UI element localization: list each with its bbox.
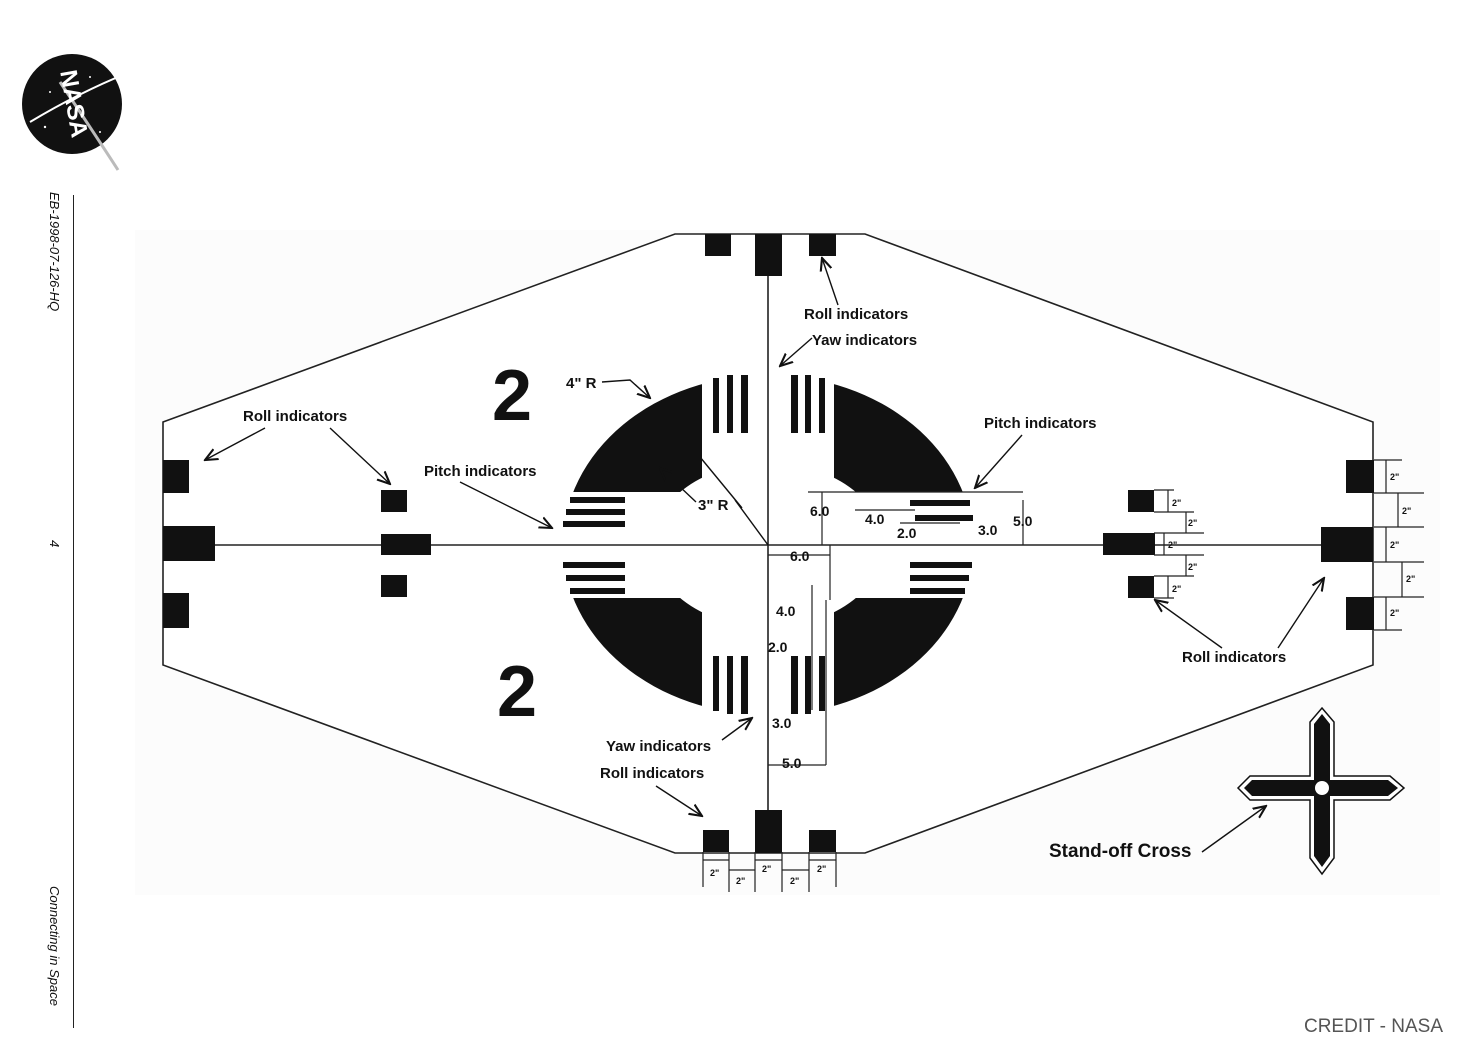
yaw-indicator-stripes <box>713 375 825 714</box>
callout-labels: Roll indicators Pitch indicators 4" R 3"… <box>243 306 1286 862</box>
svg-text:2": 2" <box>790 876 799 886</box>
pitch-indicator-stripes <box>563 497 973 594</box>
svg-text:3.0: 3.0 <box>978 522 998 538</box>
svg-text:5.0: 5.0 <box>782 755 802 771</box>
svg-text:2.0: 2.0 <box>897 525 917 541</box>
svg-text:Yaw indicators: Yaw indicators <box>812 332 917 349</box>
svg-text:6.0: 6.0 <box>810 503 830 519</box>
svg-text:2": 2" <box>762 864 771 874</box>
svg-text:4" R: 4" R <box>566 375 597 392</box>
svg-text:5.0: 5.0 <box>1013 513 1033 529</box>
svg-text:Roll indicators: Roll indicators <box>1182 649 1286 666</box>
nasa-logo: NASA <box>20 52 140 172</box>
roll-indicator-blocks <box>163 234 1374 853</box>
sector-number-bottom: 2 <box>497 652 537 732</box>
svg-text:2": 2" <box>1172 584 1181 594</box>
svg-text:2": 2" <box>1168 540 1177 550</box>
sector-number-top: 2 <box>492 356 532 436</box>
svg-text:2.0: 2.0 <box>768 639 788 655</box>
svg-text:4.0: 4.0 <box>865 511 885 527</box>
svg-text:3.0: 3.0 <box>772 715 792 731</box>
image-credit: CREDIT - NASA <box>1303 1016 1443 1037</box>
svg-text:2": 2" <box>1172 498 1181 508</box>
svg-text:Roll indicators: Roll indicators <box>600 765 704 782</box>
svg-text:2": 2" <box>1390 608 1399 618</box>
dimension-ticks <box>702 459 1424 892</box>
svg-text:Yaw indicators: Yaw indicators <box>606 738 711 755</box>
svg-text:2": 2" <box>1390 472 1399 482</box>
sidebar-divider <box>73 195 74 1028</box>
svg-text:2": 2" <box>1188 518 1197 528</box>
svg-text:3" R: 3" R <box>698 497 729 514</box>
svg-text:2": 2" <box>736 876 745 886</box>
dimension-labels: 6.0 4.0 2.0 3.0 5.0 6.0 4.0 2.0 3.0 5.0 … <box>710 472 1415 886</box>
svg-text:2": 2" <box>817 864 826 874</box>
svg-text:Roll indicators: Roll indicators <box>243 408 347 425</box>
standoff-cross-icon <box>1236 706 1406 876</box>
svg-text:Roll indicators: Roll indicators <box>804 306 908 323</box>
svg-text:Stand-off Cross: Stand-off Cross <box>1049 841 1192 862</box>
svg-text:2": 2" <box>1188 562 1197 572</box>
svg-text:Pitch indicators: Pitch indicators <box>424 463 537 480</box>
svg-text:2": 2" <box>1406 574 1415 584</box>
svg-text:2": 2" <box>710 868 719 878</box>
svg-text:6.0: 6.0 <box>790 548 810 564</box>
callout-arrows <box>205 258 1324 853</box>
svg-text:4.0: 4.0 <box>776 603 796 619</box>
svg-text:Pitch indicators: Pitch indicators <box>984 415 1097 432</box>
svg-text:2": 2" <box>1390 540 1399 550</box>
svg-text:2": 2" <box>1402 506 1411 516</box>
